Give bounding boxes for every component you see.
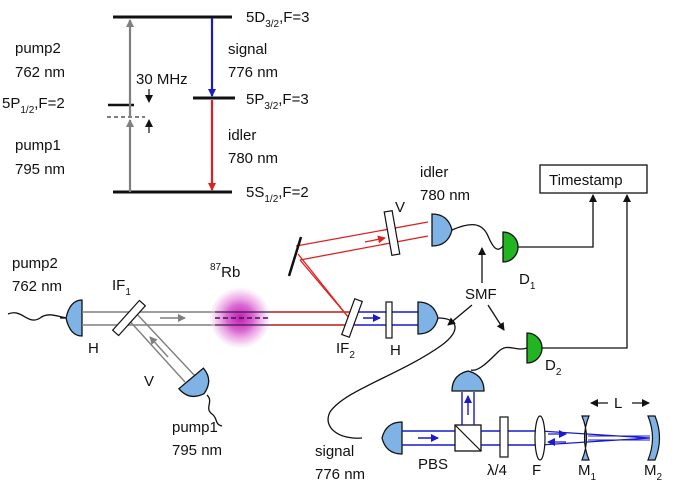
pbs-diagonal [454,424,482,452]
if1-filter [111,299,147,337]
setup-pump2-name: pump2 [12,255,58,272]
transition-pump2-name: pump2 [15,40,61,57]
rb87-label: 87Rb [210,262,240,281]
signal-collimator [381,421,403,455]
level-5p12-label: 5P1/2,F=2 [2,95,65,116]
d2-label: D2 [545,357,562,378]
transition-idler-name: idler [228,127,256,144]
focus-lower [539,437,651,446]
transition-pump2-wavelength: 762 nm [15,64,65,81]
timestamp-label: Timestamp [549,172,623,189]
d1-to-timestamp-wire [518,194,597,248]
transition-idler-wavelength: 780 nm [228,150,278,167]
h1-label: H [88,340,99,357]
idler-mirror [287,236,303,277]
pump1-beam-arrow [149,336,169,358]
pump2-fiber [7,312,67,321]
transition-detuning-label: 30 MHz [136,71,188,88]
mirror-m2 [647,415,661,461]
idler-beam-arrow [364,235,386,244]
energy-level-diagram: 5D3/2,F=3 5P1/2,F=2 5P3/2,F=3 5S1/2,F=2 … [2,9,310,205]
smf-arrow-signal [447,304,473,326]
cavity-arm: L signal 776 nm PBS λ/4 F M1 M2 [315,370,663,483]
output-beams: idler 780 nm V IF2 H [270,164,504,439]
pump2-coupler [65,299,83,337]
idler-wavelength-label: 780 nm [420,187,470,204]
v2-waveplate [383,209,401,257]
d2-detector [526,332,543,364]
idler-beam-b2 [295,221,429,247]
signal-coupler [417,301,439,335]
idler-beam-a2 [297,253,350,319]
focusing-lens [534,415,546,461]
v2-label: V [395,199,405,216]
h2-label: H [390,342,401,359]
signal-fiber [327,317,456,439]
smf-arrow-d2 [487,304,505,331]
v1-label: V [144,373,154,390]
if2-label: IF2 [336,340,355,361]
idler-name-label: idler [420,164,448,181]
pump-input-arm: pump2 762 nm pump1 795 nm IF1 H V [7,255,223,459]
if1-label: IF1 [112,277,131,298]
idler-beam-b1 [299,235,429,261]
signal-name-label: signal [315,443,354,460]
d1-detector [502,231,519,263]
quarter-waveplate [499,416,509,458]
detection: Timestamp D1 D2 SMF [447,164,648,378]
m1-label: M1 [578,462,597,483]
transition-signal-wavelength: 776 nm [228,64,278,81]
h2-waveplate [385,301,393,339]
m2-label: M2 [644,462,663,483]
focus-upper [539,430,651,439]
qwp-label: λ/4 [487,462,507,479]
lens-f-label: F [532,462,541,479]
pump1-beam-left [125,316,186,383]
rb87-cloud: 87Rb [210,262,270,348]
pbs-label: PBS [418,456,448,473]
idler-coupler [431,213,453,247]
timestamp-box [539,164,648,194]
pump1-beam-right [134,311,196,377]
setup-pump2-wavelength: 762 nm [12,278,62,295]
d1-label: D1 [519,271,536,292]
idler-fiber [451,224,504,250]
setup-pump1-wavelength: 795 nm [172,442,222,459]
if2-filter [340,298,364,338]
d2-fiber [470,346,528,371]
level-5p32-label: 5P3/2,F=3 [246,91,309,112]
transition-pump1-name: pump1 [15,137,61,154]
level-5s12-label: 5S1/2,F=2 [246,184,309,205]
signal-wavelength-label: 776 nm [315,466,365,483]
mirror-m1 [581,415,590,461]
transition-signal-name: signal [228,41,267,58]
d2-to-timestamp-wire [542,194,631,349]
pump1-fiber [206,394,223,427]
cavity-length-label: L [614,395,622,412]
pump1-coupler [177,367,210,398]
smf-label: SMF [465,286,497,303]
d2-coupler [451,370,485,392]
level-5d32-label: 5D3/2,F=3 [246,9,310,30]
transition-pump1-wavelength: 795 nm [15,161,65,178]
setup-pump1-name: pump1 [172,419,218,436]
